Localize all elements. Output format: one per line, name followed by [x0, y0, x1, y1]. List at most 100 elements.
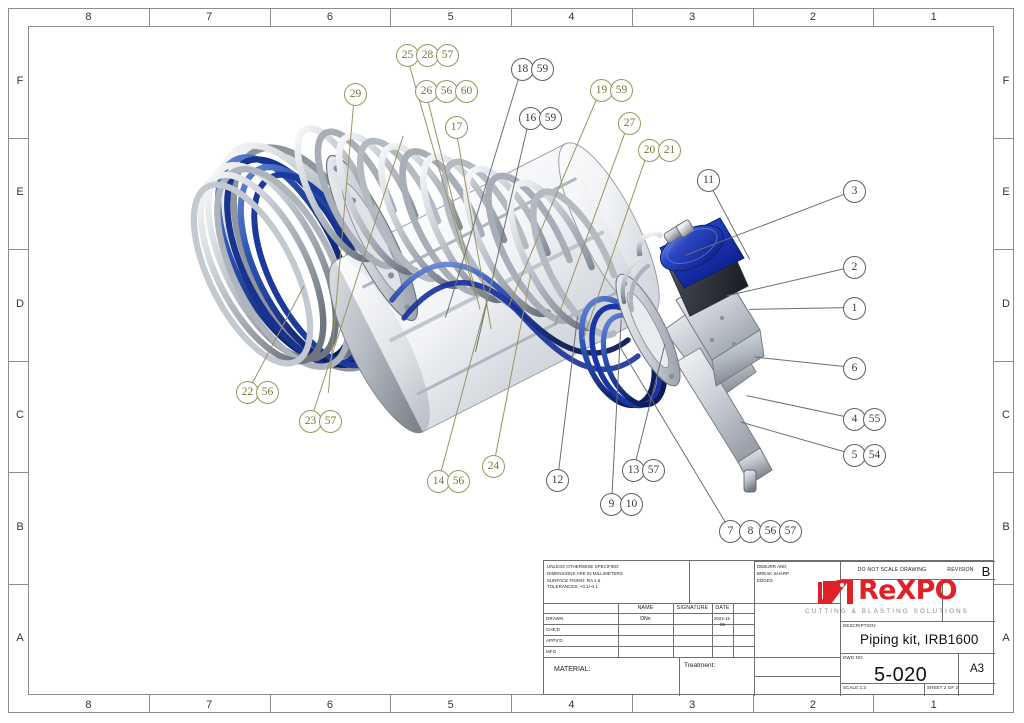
sheet-inner-border — [28, 26, 994, 695]
zone-row-A-left: A — [16, 632, 24, 645]
zone-column-3-bottom: 3 — [689, 699, 696, 711]
balloon-group-b17[interactable]: 17 — [445, 116, 468, 139]
note-tolerances: TOLERANCES: +0.1/-0.1 — [547, 584, 598, 590]
balloon-group-b27[interactable]: 27 — [618, 112, 641, 135]
dwg-no-value: 5-020 — [874, 664, 928, 686]
zone-column-6-top: 6 — [326, 11, 333, 23]
zone-column-6-bottom: 6 — [326, 699, 333, 711]
balloon-item-56[interactable]: 56 — [256, 381, 279, 404]
note-deburr-1: DEBURR AND — [757, 564, 787, 569]
signoff-role-mfg: MFG — [546, 649, 557, 654]
zone-tick-col — [631, 8, 633, 26]
balloon-item-55[interactable]: 55 — [863, 408, 886, 431]
scale-text: SCALE:1:3 — [843, 685, 867, 690]
balloon-item-59[interactable]: 59 — [610, 79, 633, 102]
zone-column-2-top: 2 — [809, 11, 816, 23]
balloon-group-b6[interactable]: 6 — [843, 357, 866, 380]
sheet-size-value: A3 — [969, 663, 985, 675]
balloon-item-10[interactable]: 10 — [620, 493, 643, 516]
zone-tick-col — [873, 8, 875, 26]
zone-column-4-bottom: 4 — [568, 699, 575, 711]
zone-tick-row — [8, 360, 28, 362]
balloon-item-16[interactable]: 16 — [519, 107, 542, 130]
signoff-header-signature: SIGNATURE — [676, 605, 709, 611]
balloon-item-54[interactable]: 54 — [863, 444, 886, 467]
balloon-item-59[interactable]: 59 — [539, 107, 562, 130]
balloon-item-11[interactable]: 11 — [697, 169, 720, 192]
zone-tick-col — [148, 695, 150, 713]
zone-column-2-bottom: 2 — [809, 699, 816, 711]
zone-tick-col — [269, 695, 271, 713]
revision-label: REVISION — [947, 567, 974, 573]
note-dimensions-mm: DIMENSIONS ARE IN MILLIMETERS — [547, 570, 623, 576]
zone-tick-col — [631, 695, 633, 713]
balloon-item-1[interactable]: 1 — [843, 297, 866, 320]
revision-value: B — [981, 564, 991, 579]
balloon-item-12[interactable]: 12 — [546, 469, 569, 492]
zone-tick-row — [8, 137, 28, 139]
zone-tick-row — [994, 249, 1014, 250]
center-mark-left — [8, 361, 28, 362]
balloon-item-6[interactable]: 6 — [843, 357, 866, 380]
zone-column-1-top: 1 — [930, 11, 937, 23]
balloon-group-b2[interactable]: 2 — [843, 256, 866, 279]
balloon-item-57[interactable]: 57 — [319, 410, 342, 433]
do-not-scale-label: DO NOT SCALE DRAWING — [857, 567, 927, 573]
note-deburr-2: BREAK SHARP — [757, 570, 790, 576]
zone-column-5-top: 5 — [447, 11, 454, 23]
balloon-item-27[interactable]: 27 — [618, 112, 641, 135]
signoff-header-date: DATE — [715, 605, 730, 611]
balloon-item-57[interactable]: 57 — [642, 459, 665, 482]
balloon-item-26[interactable]: 26 — [415, 80, 438, 103]
balloon-group-b24[interactable]: 24 — [482, 455, 505, 478]
balloon-item-29[interactable]: 29 — [344, 83, 367, 106]
cylinder-hose-wrap-assembly — [294, 125, 668, 434]
balloon-item-59[interactable]: 59 — [531, 58, 554, 81]
balloon-item-24[interactable]: 24 — [482, 455, 505, 478]
balloon-item-17[interactable]: 17 — [445, 116, 468, 139]
balloon-group-b12[interactable]: 12 — [546, 469, 569, 492]
treatment-label: Treatment: — [684, 662, 716, 669]
balloon-item-57[interactable]: 57 — [779, 520, 802, 543]
zone-row-C-right: C — [1002, 409, 1010, 422]
zone-row-D-right: D — [1002, 297, 1010, 310]
balloon-item-7[interactable]: 7 — [719, 520, 742, 543]
balloon-item-23[interactable]: 23 — [299, 410, 322, 433]
signoff-header-name: NAME — [637, 605, 654, 611]
balloon-group-b3[interactable]: 3 — [843, 180, 866, 203]
balloon-item-56[interactable]: 56 — [447, 470, 470, 493]
zone-row-D-left: D — [16, 297, 24, 310]
zone-column-8-top: 8 — [85, 11, 92, 23]
balloon-item-2[interactable]: 2 — [843, 256, 866, 279]
balloon-group-b29[interactable]: 29 — [344, 83, 367, 106]
description-value: Piping kit, IRB1600 — [860, 632, 979, 647]
balloon-item-20[interactable]: 20 — [638, 139, 661, 162]
signoff-role-appvd: APPV'D — [546, 638, 563, 643]
signoff-role-chkd: CHK'D — [546, 627, 561, 632]
zone-tick-col — [873, 695, 875, 713]
zone-row-E-left: E — [16, 186, 24, 199]
material-label: MATERIAL: — [554, 666, 591, 673]
zone-row-B-left: B — [16, 520, 24, 533]
balloon-item-57[interactable]: 57 — [436, 44, 459, 67]
balloon-item-21[interactable]: 21 — [658, 139, 681, 162]
balloon-item-3[interactable]: 3 — [843, 180, 866, 203]
balloon-group-b1[interactable]: 1 — [843, 297, 866, 320]
valve-actuator-head — [615, 217, 773, 493]
balloon-item-60[interactable]: 60 — [455, 80, 478, 103]
balloon-group-b11[interactable]: 11 — [697, 169, 720, 192]
